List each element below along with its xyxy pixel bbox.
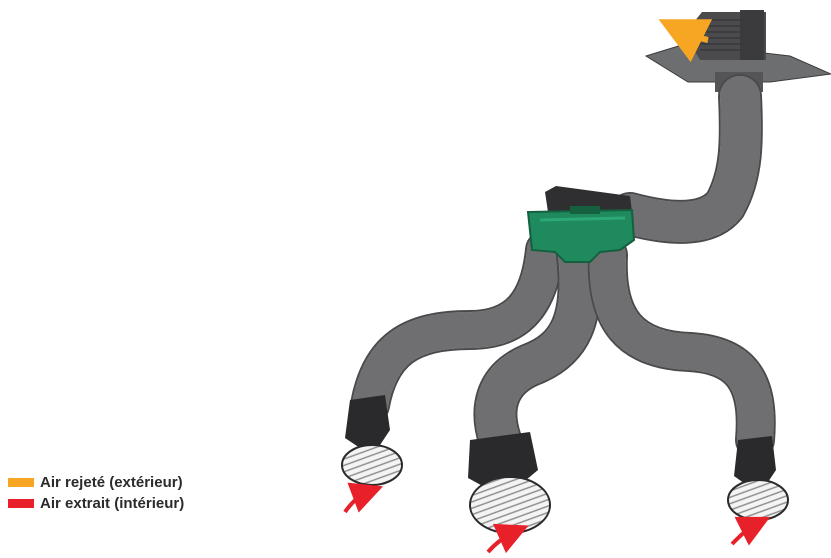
legend-item-air-extrait: Air extrait (intérieur): [8, 493, 184, 514]
legend-swatch-orange: [8, 478, 34, 487]
flexible-duct-icon: [370, 96, 756, 440]
extract-vent-icon: [342, 395, 788, 533]
legend-label: Air extrait (intérieur): [40, 495, 184, 512]
legend: Air rejeté (extérieur) Air extrait (inté…: [8, 472, 184, 514]
legend-label: Air rejeté (extérieur): [40, 474, 183, 491]
legend-swatch-red: [8, 499, 34, 508]
collector-box-icon: [528, 186, 634, 262]
legend-item-air-rejete: Air rejeté (extérieur): [8, 472, 184, 493]
